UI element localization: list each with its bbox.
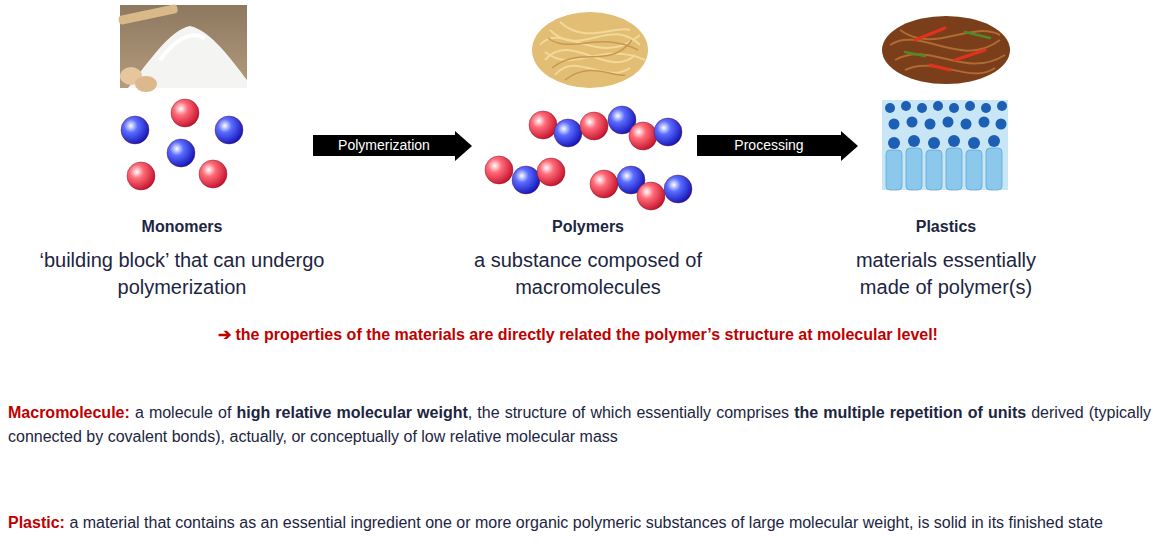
dish-photo: [880, 8, 1013, 88]
arrow-label: Processing: [697, 135, 841, 155]
polymer-spheres: [485, 106, 692, 210]
definition-paragraph: Macromolecule: a molecule of high relati…: [8, 401, 1151, 449]
noodles-photo: [525, 2, 655, 95]
bottles-photo: [882, 100, 1008, 190]
flour-photo: [118, 4, 247, 92]
column-heading: Monomers: [22, 216, 342, 238]
process-arrow: Processing: [697, 131, 858, 161]
column-heading: Polymers: [438, 216, 738, 238]
arrow-label: Polymerization: [313, 135, 455, 155]
definition-text: a molecule of: [135, 404, 231, 421]
emphasis-text: the multiple repetition of units: [794, 404, 1026, 421]
defined-term: Macromolecule:: [8, 404, 130, 421]
column-heading: Plastics: [796, 216, 1096, 238]
process-arrow: Polymerization: [313, 131, 472, 161]
defined-term: Plastic:: [8, 514, 65, 531]
emphasis-text: high relative molecular weight: [236, 404, 467, 421]
monomer-spheres: [121, 99, 243, 190]
column-description: ‘building block’ that can undergo polyme…: [12, 247, 352, 301]
column-description: a substance composed of macromolecules: [438, 247, 738, 301]
definition-text: , the structure of which essentially com…: [468, 404, 789, 421]
definition-text: a material that contains as an essential…: [69, 514, 1102, 531]
column-description: materials essentially made of polymer(s): [831, 247, 1061, 301]
definition-paragraph: Plastic: a material that contains as an …: [8, 511, 1151, 535]
key-statement: ➔ the properties of the materials are di…: [78, 324, 1078, 346]
